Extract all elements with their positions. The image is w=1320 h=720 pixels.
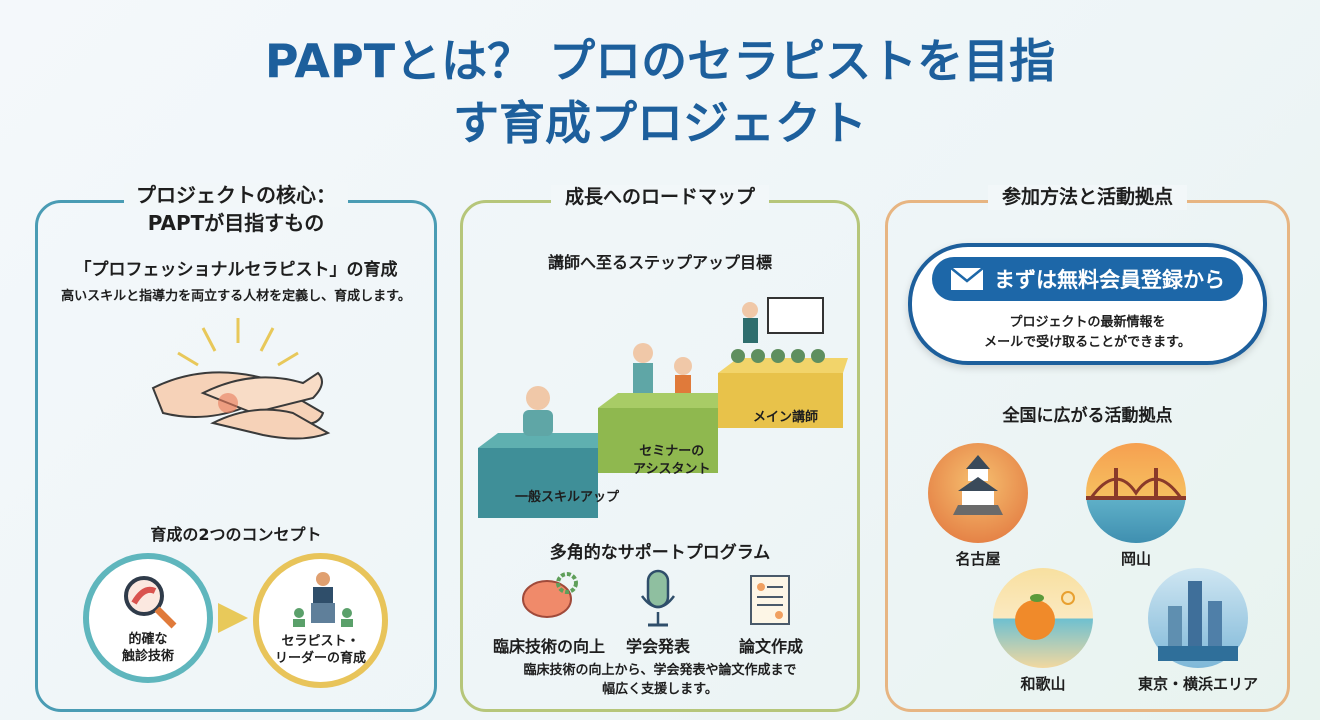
- hands-illustration-icon: [151, 318, 331, 440]
- cta-label: まずは無料会員登録から: [994, 268, 1225, 292]
- step-label-line: アシスタント: [633, 462, 711, 477]
- title-line-2: す育成プロジェクト: [453, 96, 867, 150]
- arrow-right-icon: [218, 603, 248, 633]
- city-nagoya-icon: [928, 443, 1028, 543]
- support-desc-line: 臨床技術の向上から、学会発表や論文作成まで: [523, 663, 797, 678]
- core-description: 高いスキルと指導力を両立する人材を定義し、育成します。: [61, 289, 411, 304]
- core-heading: プロジェクトの核心： PAPTが目指すもの: [38, 181, 434, 237]
- microphone-icon: [640, 569, 676, 627]
- skyline-icon: [1158, 581, 1238, 661]
- brain-gear-icon: [522, 572, 578, 618]
- bases-heading: 全国に広がる活動拠点: [1002, 406, 1173, 426]
- core-panel: プロジェクトの核心： PAPTが目指すもの 「プロフェッショナルセラピスト」の育…: [35, 183, 437, 712]
- concept-leader: セラピスト・リーダーの育成: [253, 553, 388, 688]
- support-heading: 多角的なサポートプログラム: [549, 543, 771, 563]
- cta-desc-line: メールで受け取ることができます。: [984, 335, 1191, 350]
- core-subtitle: 「プロフェッショナルセラピスト」の育成: [74, 260, 398, 280]
- roadmap-heading: 成長へのロードマップ: [550, 185, 769, 210]
- city-label: 岡山: [1120, 550, 1151, 568]
- step-label-line: セミナーの: [639, 444, 705, 459]
- step-label-main-lecturer: メイン講師: [753, 410, 819, 425]
- magnifier-muscle-icon: [124, 576, 177, 629]
- concept-palpation: 的確な触診技術: [83, 553, 213, 683]
- registration-cta[interactable]: まずは無料会員登録から: [932, 257, 1243, 301]
- orange-icon: [1015, 591, 1075, 640]
- leader-podium-icon: [293, 572, 353, 627]
- step-label-assistant: セミナーのアシスタント: [633, 443, 710, 479]
- concept-label: 触診技術: [121, 649, 174, 664]
- goal-heading: 講師へ至るステップアップ目標: [547, 253, 772, 272]
- join-heading: 参加方法と活動拠点: [987, 185, 1187, 210]
- city-label: 和歌山: [1020, 675, 1066, 693]
- document-scroll-icon: [750, 575, 790, 625]
- city-label: 名古屋: [955, 550, 1001, 568]
- staircase-illustration-icon: [478, 297, 848, 518]
- program-label: 学会発表: [626, 637, 691, 656]
- concept-heading: 育成の2つのコンセプト: [150, 525, 322, 544]
- cta-desc-line: プロジェクトの最新情報を: [1009, 315, 1166, 330]
- program-label: 臨床技術の向上: [493, 637, 606, 656]
- bridge-icon: [1086, 468, 1186, 500]
- page-title: PAPTとは？ プロのセラピストを目指 す育成プロジェクト: [0, 30, 1320, 154]
- cta-description: プロジェクトの最新情報をメールで受け取ることができます。: [912, 313, 1263, 353]
- roadmap-panel: 成長へのロードマップ 講師へ至るステップアップ目標 一般スキルアップ セミナーの…: [460, 185, 860, 712]
- city-tokyo-yokohama-icon: [1148, 568, 1248, 668]
- core-heading-line1: プロジェクトの核心：: [124, 183, 348, 207]
- city-label: 東京・横浜エリア: [1137, 675, 1258, 693]
- core-heading-line2: PAPTが目指すもの: [147, 211, 325, 235]
- castle-icon: [953, 455, 1003, 515]
- concept-label: リーダーの育成: [274, 651, 366, 666]
- support-desc-line: 幅広く支援します。: [602, 682, 718, 697]
- city-okayama-icon: [1086, 443, 1186, 543]
- program-label: 論文作成: [739, 637, 804, 656]
- step-label-general: 一般スキルアップ: [515, 490, 620, 505]
- city-wakayama-icon: [993, 568, 1093, 668]
- concept-label: セラピスト・: [281, 634, 360, 649]
- free-registration-button[interactable]: まずは無料会員登録から プロジェクトの最新情報をメールで受け取ることができます。: [908, 243, 1267, 365]
- title-line-1: PAPTとは？ プロのセラピストを目指: [264, 34, 1056, 88]
- mail-icon: [950, 267, 984, 290]
- support-description: 臨床技術の向上から、学会発表や論文作成まで幅広く支援します。: [463, 661, 857, 699]
- join-panel: 参加方法と活動拠点 まずは無料会員登録から プロジェクトの最新情報をメールで受け…: [885, 185, 1290, 712]
- concept-label: 的確な: [128, 632, 168, 647]
